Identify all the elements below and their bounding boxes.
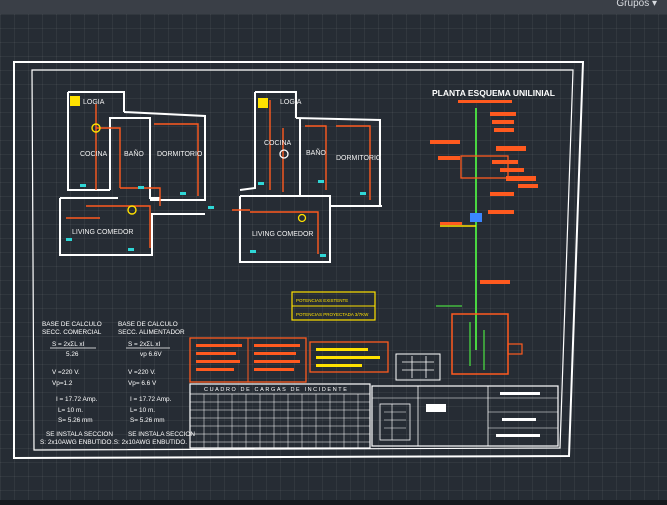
calc-denominator: vp 6.6V xyxy=(140,351,162,358)
calc-length: L= 10 m. xyxy=(130,407,155,414)
sheet-outer-border xyxy=(13,61,585,460)
circuit-lines-left xyxy=(66,104,199,248)
load-table-title: CUADRO DE CARGAS DE INCIDENTE xyxy=(204,387,349,393)
calc-section: S= 5.26 mm xyxy=(130,417,165,424)
meter-icon-right xyxy=(258,98,268,108)
calc-formula: S = 2xΣL xI xyxy=(52,341,85,348)
room-label-bano: BAÑO xyxy=(306,148,326,157)
room-label-dormitorio: DORMITORIO xyxy=(157,151,203,158)
calc-section: S= 5.26 mm xyxy=(58,417,93,424)
calc-voltage: V =220 V. xyxy=(128,369,156,376)
calc-voltage: V =220 V. xyxy=(52,369,80,376)
calc-feeder: BASE DE CALCULO SECC. ALIMENTADOR S = 2x… xyxy=(112,321,195,446)
calc-commercial: BASE DE CALCULO SECC. COMERCIAL S = 2xΣL… xyxy=(40,321,113,446)
single-line-diagram: PLANTA ESQUEMA UNILINIAL xyxy=(430,88,555,375)
calc-title: BASE DE CALCULO xyxy=(42,321,102,328)
ribbon-bar: Grupos ▾ xyxy=(0,0,667,14)
floor-plan-right: LOGIA COCINA BAÑO DORMITORIO LIVING COME… xyxy=(232,91,382,263)
room-label-cocina: COCINA xyxy=(264,140,292,147)
power-projected: POTENCIAS PROYECTADA 3/7KW xyxy=(296,312,369,317)
light-point-icon xyxy=(127,205,137,215)
calc-install: SE INSTALA SECCION xyxy=(128,431,195,438)
title-block xyxy=(371,385,559,447)
room-label-living: LIVING COMEDOR xyxy=(72,229,133,236)
room-label-dormitorio: DORMITORIO xyxy=(336,155,382,162)
load-table-grid xyxy=(190,394,370,448)
meter-cabinet xyxy=(451,313,509,375)
circuit-lines-right xyxy=(232,100,371,254)
calc-current: I = 17.72 Amp. xyxy=(56,396,98,403)
calc-denominator: 5.26 xyxy=(66,351,79,358)
calc-title: BASE DE CALCULO xyxy=(118,321,178,328)
calc-vp: Vp= 6.6 V xyxy=(128,380,157,387)
load-table: CUADRO DE CARGAS DE INCIDENTE xyxy=(189,383,371,449)
meter-icon-left xyxy=(70,96,80,106)
distribution-panel xyxy=(460,155,509,179)
drawing-canvas[interactable]: LOGIA COCINA BAÑO DORMITORIO LIVING COME… xyxy=(0,14,667,500)
light-point-icon xyxy=(279,149,289,159)
room-label-bano: BAÑO xyxy=(124,149,144,158)
room-label-living: LIVING COMEDOR xyxy=(252,231,313,238)
calc-length: L= 10 m. xyxy=(58,407,83,414)
calc-subtitle: SECC. ALIMENTADOR xyxy=(118,329,185,336)
sheet-inner-border xyxy=(31,69,574,451)
power-existing: POTENCIAS EXISTENTE xyxy=(296,298,348,303)
floor-plan-left: LOGIA COCINA BAÑO DORMITORIO LIVING COME… xyxy=(59,91,214,256)
title-underline xyxy=(458,100,512,103)
diagram-title: PLANTA ESQUEMA UNILINIAL xyxy=(432,88,555,98)
light-point-icon xyxy=(91,123,101,133)
room-label-logia: LOGIA xyxy=(280,99,302,106)
power-legend: POTENCIAS EXISTENTE POTENCIAS PROYECTADA… xyxy=(291,291,376,321)
light-point-icon xyxy=(297,213,307,223)
calc-subtitle: SECC. COMERCIAL xyxy=(42,329,102,336)
cad-drawing: LOGIA COCINA BAÑO DORMITORIO LIVING COME… xyxy=(13,61,585,460)
groups-menu[interactable]: Grupos ▾ xyxy=(616,0,657,9)
room-label-cocina: COCINA xyxy=(80,151,108,158)
calc-install-detail: S: 2x10AWG ENBUTIDO xyxy=(40,439,112,446)
panel-schedule-tables xyxy=(189,337,441,383)
calc-current: I = 17.72 Amp. xyxy=(130,396,172,403)
room-label-logia: LOGIA xyxy=(83,99,105,106)
branch-circuits xyxy=(430,112,538,284)
calc-vp: Vp=1.2 xyxy=(52,380,73,387)
calc-formula: S = 2xΣL xI xyxy=(128,341,161,348)
calc-install: SE INSTALA SECCION xyxy=(46,431,113,438)
breaker-icon xyxy=(470,213,482,222)
calc-install-detail: .S: 2x10AWG ENBUTIDO. xyxy=(112,439,187,446)
